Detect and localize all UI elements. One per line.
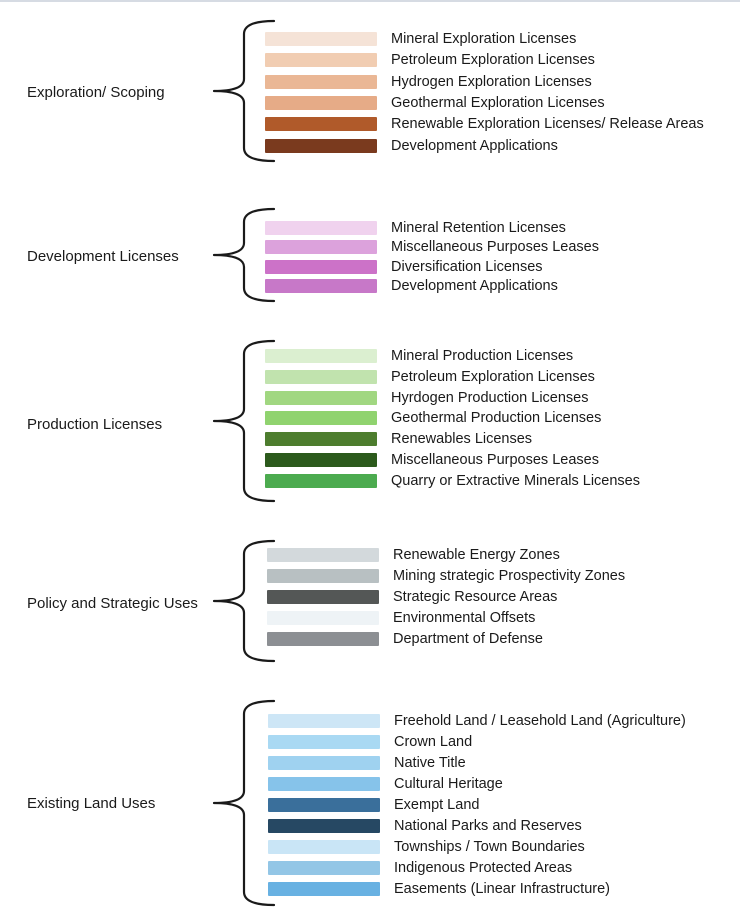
color-swatch (265, 53, 377, 67)
legend-group: Existing Land Uses Freehold Land / Leaseh… (0, 699, 740, 907)
legend-item-label: Environmental Offsets (393, 610, 536, 626)
top-divider (0, 0, 740, 2)
group-title: Existing Land Uses (27, 795, 156, 812)
color-swatch (265, 240, 377, 254)
color-swatch (265, 279, 377, 293)
legend-item-label: Mineral Production Licenses (391, 348, 574, 364)
color-swatch (267, 590, 379, 604)
color-swatch (268, 756, 380, 770)
legend-item-label: Petroleum Exploration Licenses (391, 369, 595, 385)
legend-item-label: Townships / Town Boundaries (394, 839, 585, 855)
color-swatch (265, 411, 377, 425)
legend-item-label: Renewable Exploration Licenses/ Release … (391, 116, 704, 132)
legend-item-label: Mineral Retention Licenses (391, 220, 566, 236)
legend-item-label: Geothermal Production Licenses (391, 410, 602, 426)
color-swatch (268, 819, 380, 833)
legend-item-label: Mineral Exploration Licenses (391, 31, 577, 47)
color-swatch (268, 777, 380, 791)
curly-brace-icon (212, 539, 276, 663)
legend-item-label: Development Applications (391, 138, 558, 154)
legend-item-label: Renewables Licenses (391, 431, 533, 447)
color-swatch (265, 391, 377, 405)
color-swatch (265, 75, 377, 89)
legend-item-label: Department of Defense (393, 631, 543, 647)
color-swatch (265, 432, 377, 446)
curly-brace-icon (212, 207, 276, 303)
legend-item-label: Exempt Land (394, 797, 480, 813)
legend-group: Exploration/ Scoping Mineral Exploration … (0, 19, 740, 163)
group-title: Production Licenses (27, 416, 163, 433)
color-swatch (265, 117, 377, 131)
curly-brace-icon (212, 19, 276, 163)
legend-item-label: Easements (Linear Infrastructure) (394, 881, 610, 897)
legend-item-label: Native Title (394, 755, 466, 771)
color-swatch (268, 798, 380, 812)
color-swatch (265, 32, 377, 46)
color-swatch (265, 139, 377, 153)
group-title: Policy and Strategic Uses (27, 595, 198, 612)
curly-brace-icon (212, 699, 276, 907)
legend-item-label: Quarry or Extractive Minerals Licenses (391, 473, 640, 489)
legend-item-label: Cultural Heritage (394, 776, 503, 792)
color-swatch (267, 611, 379, 625)
legend-item-label: Petroleum Exploration Licenses (391, 52, 595, 68)
legend-item-label: Indigenous Protected Areas (394, 860, 573, 876)
legend-item-label: Mining strategic Prospectivity Zones (393, 568, 626, 584)
legend-item-label: Miscellaneous Purposes Leases (391, 239, 599, 255)
color-swatch (265, 349, 377, 363)
color-swatch (268, 714, 380, 728)
color-swatch (267, 569, 379, 583)
legend-group: Production Licenses Mineral Production Li… (0, 339, 740, 503)
color-swatch (268, 861, 380, 875)
color-swatch (265, 260, 377, 274)
color-swatch (265, 96, 377, 110)
legend-item-label: Renewable Energy Zones (393, 547, 560, 563)
legend-item-label: Hydrogen Exploration Licenses (391, 74, 592, 90)
color-swatch (265, 221, 377, 235)
legend-item-label: Freehold Land / Leasehold Land (Agricult… (394, 713, 686, 729)
legend-item-label: Development Applications (391, 278, 558, 294)
color-swatch (268, 882, 380, 896)
group-title: Exploration/ Scoping (27, 84, 165, 101)
color-swatch (268, 840, 380, 854)
legend-item-label: Hyrdogen Production Licenses (391, 390, 589, 406)
curly-brace-icon (212, 339, 276, 503)
color-swatch (268, 735, 380, 749)
color-swatch (265, 370, 377, 384)
legend-group: Development Licenses Mineral Retention Li… (0, 207, 740, 303)
color-swatch (265, 453, 377, 467)
legend-item-label: Strategic Resource Areas (393, 589, 558, 605)
legend-item-label: Miscellaneous Purposes Leases (391, 452, 599, 468)
legend-group: Policy and Strategic Uses Renewable Energ… (0, 539, 740, 663)
legend-item-label: Diversification Licenses (391, 259, 543, 275)
color-swatch (265, 474, 377, 488)
color-swatch (267, 632, 379, 646)
color-swatch (267, 548, 379, 562)
legend-item-label: Crown Land (394, 734, 473, 750)
legend-item-label: National Parks and Reserves (394, 818, 582, 834)
legend-item-label: Geothermal Exploration Licenses (391, 95, 605, 111)
group-title: Development Licenses (27, 248, 179, 265)
